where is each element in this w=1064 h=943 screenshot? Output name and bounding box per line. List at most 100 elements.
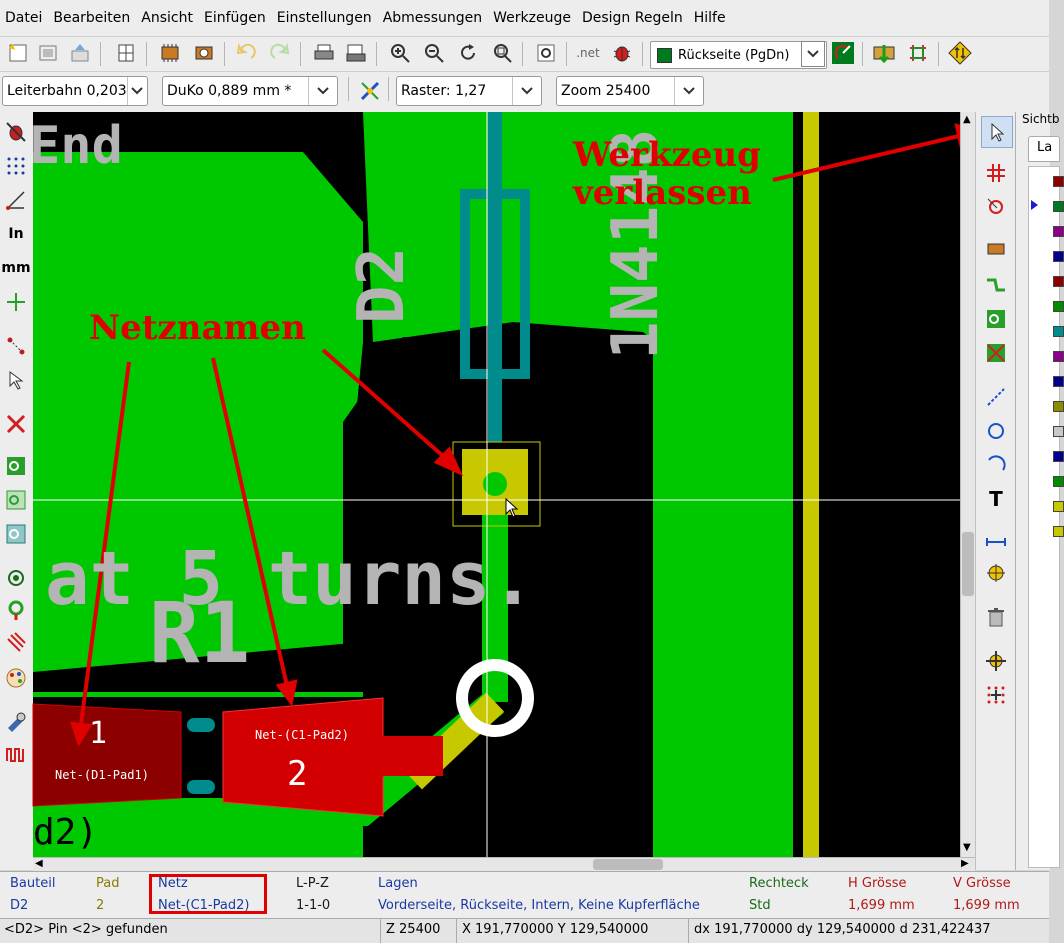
layer-selector[interactable]: Rückseite (PgDn) bbox=[650, 41, 827, 69]
layer-row[interactable] bbox=[1041, 421, 1064, 441]
layer-row[interactable] bbox=[1041, 296, 1064, 316]
auto-track-width-icon[interactable] bbox=[356, 78, 384, 104]
layer-manager-icon[interactable] bbox=[2, 708, 30, 736]
layer-row[interactable] bbox=[1041, 346, 1064, 366]
layer-row[interactable] bbox=[1041, 171, 1064, 191]
info-header-lpz: L-P-Z bbox=[296, 876, 329, 891]
units-inch-icon[interactable]: In bbox=[8, 226, 24, 242]
new-board-icon[interactable] bbox=[4, 40, 32, 66]
layer-row[interactable] bbox=[1041, 221, 1064, 241]
layer-row[interactable] bbox=[1041, 471, 1064, 491]
drc-icon[interactable] bbox=[608, 40, 636, 66]
read-netlist-icon[interactable] bbox=[870, 40, 898, 66]
grid-origin-icon[interactable] bbox=[981, 680, 1011, 710]
layer-row[interactable] bbox=[1041, 521, 1064, 541]
show-grid-icon[interactable] bbox=[2, 152, 30, 180]
set-origin-icon[interactable] bbox=[981, 646, 1011, 676]
menu-design-regeln[interactable]: Design Regeln bbox=[581, 10, 683, 26]
track-sketch-icon[interactable] bbox=[2, 628, 30, 656]
layer-row[interactable] bbox=[1041, 496, 1064, 516]
layer-row[interactable] bbox=[1041, 446, 1064, 466]
add-dimension-icon[interactable] bbox=[981, 524, 1011, 554]
add-keepout-icon[interactable] bbox=[981, 338, 1011, 368]
layer-row[interactable] bbox=[1041, 196, 1064, 216]
zoom-out-icon[interactable] bbox=[420, 40, 448, 66]
layers-tab[interactable]: La bbox=[1028, 136, 1060, 162]
auto-delete-track-icon[interactable] bbox=[2, 410, 30, 438]
layer-pair-icon[interactable] bbox=[829, 40, 857, 66]
pad-sketch-icon[interactable] bbox=[2, 564, 30, 592]
menu-datei[interactable]: Datei bbox=[5, 10, 43, 26]
smd-pad-2 bbox=[222, 697, 384, 817]
cursor-shape-icon[interactable] bbox=[2, 288, 30, 316]
horizontal-scrollbar[interactable]: ◀ ▶ bbox=[33, 857, 975, 871]
layer-row[interactable] bbox=[1041, 321, 1064, 341]
redraw-icon[interactable] bbox=[454, 40, 482, 66]
via-sketch-icon[interactable] bbox=[2, 596, 30, 624]
menu-bearbeiten[interactable]: Bearbeiten bbox=[53, 10, 131, 26]
undo-icon[interactable] bbox=[232, 40, 260, 66]
delete-trash-icon[interactable] bbox=[981, 602, 1011, 632]
menu-ansicht[interactable]: Ansicht bbox=[141, 10, 193, 26]
plot-icon[interactable] bbox=[342, 40, 370, 66]
redo-icon[interactable] bbox=[266, 40, 294, 66]
show-ratsnest-icon[interactable] bbox=[2, 332, 30, 360]
scroll-left-icon[interactable]: ◀ bbox=[35, 858, 43, 869]
show-zones-icon[interactable] bbox=[2, 452, 30, 480]
select-tool-arrow-icon[interactable] bbox=[981, 116, 1013, 148]
menu-einstellungen[interactable]: Einstellungen bbox=[276, 10, 372, 26]
print-icon[interactable] bbox=[310, 40, 338, 66]
add-module-icon[interactable] bbox=[981, 234, 1011, 264]
menu-werkzeuge[interactable]: Werkzeuge bbox=[493, 10, 571, 26]
grid-combo[interactable]: Raster: 1,27 bbox=[396, 76, 542, 106]
layer-row[interactable] bbox=[1041, 371, 1064, 391]
scroll-down-icon[interactable]: ▼ bbox=[963, 842, 971, 853]
add-circle-icon[interactable] bbox=[981, 416, 1011, 446]
high-contrast-icon[interactable] bbox=[2, 664, 30, 692]
zones-sketch-icon[interactable] bbox=[2, 520, 30, 548]
ratsnest-icon[interactable] bbox=[904, 40, 932, 66]
add-target-icon[interactable] bbox=[981, 558, 1011, 588]
netlist-icon[interactable]: .net bbox=[576, 46, 600, 60]
module-editor-icon[interactable] bbox=[156, 40, 184, 66]
add-arc-icon[interactable] bbox=[981, 450, 1011, 480]
menu-einfuegen[interactable]: Einfügen bbox=[203, 10, 266, 26]
microwave-tools-icon[interactable] bbox=[2, 740, 30, 768]
chevron-down-icon bbox=[308, 77, 337, 105]
module-viewer-icon[interactable] bbox=[190, 40, 218, 66]
menu-abmessungen[interactable]: Abmessungen bbox=[382, 10, 483, 26]
left-toolbar: In mm bbox=[0, 112, 33, 870]
via-size-combo[interactable]: DuKo 0,889 mm * bbox=[162, 76, 338, 106]
zoom-in-icon[interactable] bbox=[386, 40, 414, 66]
vertical-scroll-thumb[interactable] bbox=[962, 532, 974, 596]
find-icon[interactable] bbox=[532, 40, 560, 66]
pcb-canvas[interactable]: 2 End at 5 turns. R1 D2 1N4148 d2) 1 Net… bbox=[29, 112, 987, 857]
page-settings-icon[interactable] bbox=[112, 40, 140, 66]
zoom-combo[interactable]: Zoom 25400 bbox=[556, 76, 704, 106]
save-board-icon[interactable] bbox=[66, 40, 94, 66]
scroll-right-icon[interactable]: ▶ bbox=[961, 858, 969, 869]
track-width-combo[interactable]: Leiterbahn 0,203 bbox=[2, 76, 148, 106]
vertical-scrollbar[interactable]: ▲ ▼ bbox=[960, 112, 976, 857]
layer-row[interactable] bbox=[1041, 396, 1064, 416]
autoroute-icon[interactable] bbox=[946, 40, 974, 66]
zones-outline-icon[interactable] bbox=[2, 486, 30, 514]
polar-coords-icon[interactable] bbox=[2, 186, 30, 214]
menu-hilfe[interactable]: Hilfe bbox=[693, 10, 726, 26]
local-ratsnest-icon[interactable] bbox=[981, 192, 1011, 222]
add-track-icon[interactable] bbox=[981, 270, 1011, 300]
zoom-fit-icon[interactable] bbox=[488, 40, 516, 66]
layer-row[interactable] bbox=[1041, 246, 1064, 266]
layer-row[interactable] bbox=[1041, 271, 1064, 291]
open-board-icon[interactable] bbox=[34, 40, 62, 66]
add-line-icon[interactable] bbox=[981, 382, 1011, 412]
horizontal-scroll-thumb[interactable] bbox=[593, 859, 663, 870]
add-zone-icon[interactable] bbox=[981, 304, 1011, 334]
layer-dropdown-chevron-icon[interactable] bbox=[801, 41, 825, 67]
add-text-icon[interactable]: T bbox=[989, 487, 1003, 511]
scroll-up-icon[interactable]: ▲ bbox=[963, 114, 971, 125]
units-mm-icon[interactable]: mm bbox=[1, 260, 31, 276]
drc-off-icon[interactable] bbox=[2, 118, 30, 146]
module-ratsnest-icon[interactable] bbox=[2, 366, 30, 394]
highlight-net-icon[interactable] bbox=[981, 158, 1011, 188]
